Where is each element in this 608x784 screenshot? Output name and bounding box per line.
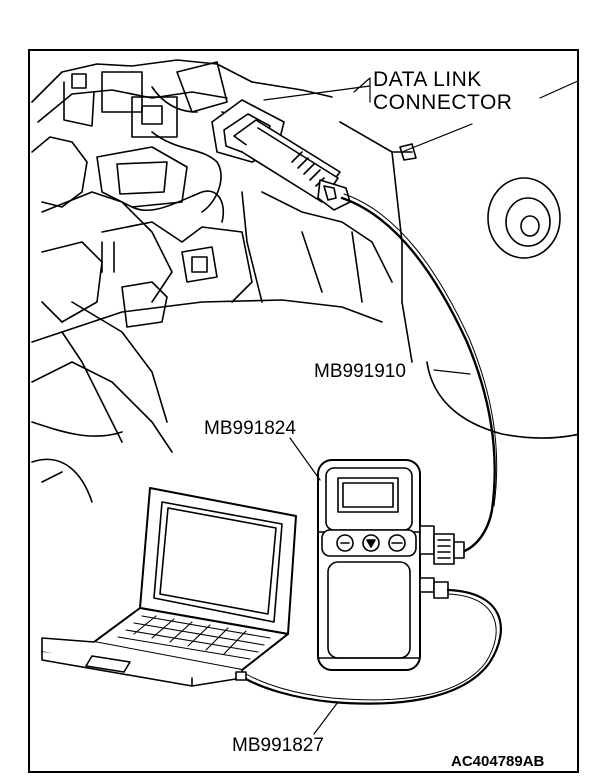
laptop-computer: [41, 487, 297, 687]
illustration-frame: DATA LINK CONNECTOR MB991910 MB991824 MB…: [28, 49, 579, 773]
round-fitting: [487, 177, 561, 259]
leader-data-link-connector: [263, 77, 371, 103]
leader-mb991824: [289, 437, 321, 481]
vci-device: [317, 459, 465, 671]
label-data-link-line1: DATA LINK: [373, 68, 482, 91]
dashboard-structure: [31, 59, 577, 503]
diagram-drawing: [31, 59, 577, 735]
cable-mb991910: [340, 196, 496, 554]
data-link-connector: [211, 99, 351, 211]
label-mb991824: MB991824: [204, 418, 296, 439]
leader-mb991827: [313, 701, 339, 735]
label-data-link-line2: CONNECTOR: [373, 91, 513, 114]
leader-data-link-connector-right: [401, 80, 577, 153]
figure-code: AC404789AB: [451, 753, 545, 770]
label-mb991827: MB991827: [232, 735, 324, 756]
leader-mb991910: [433, 369, 471, 375]
cable-mb991827: [242, 588, 502, 705]
label-mb991910: MB991910: [314, 361, 406, 382]
